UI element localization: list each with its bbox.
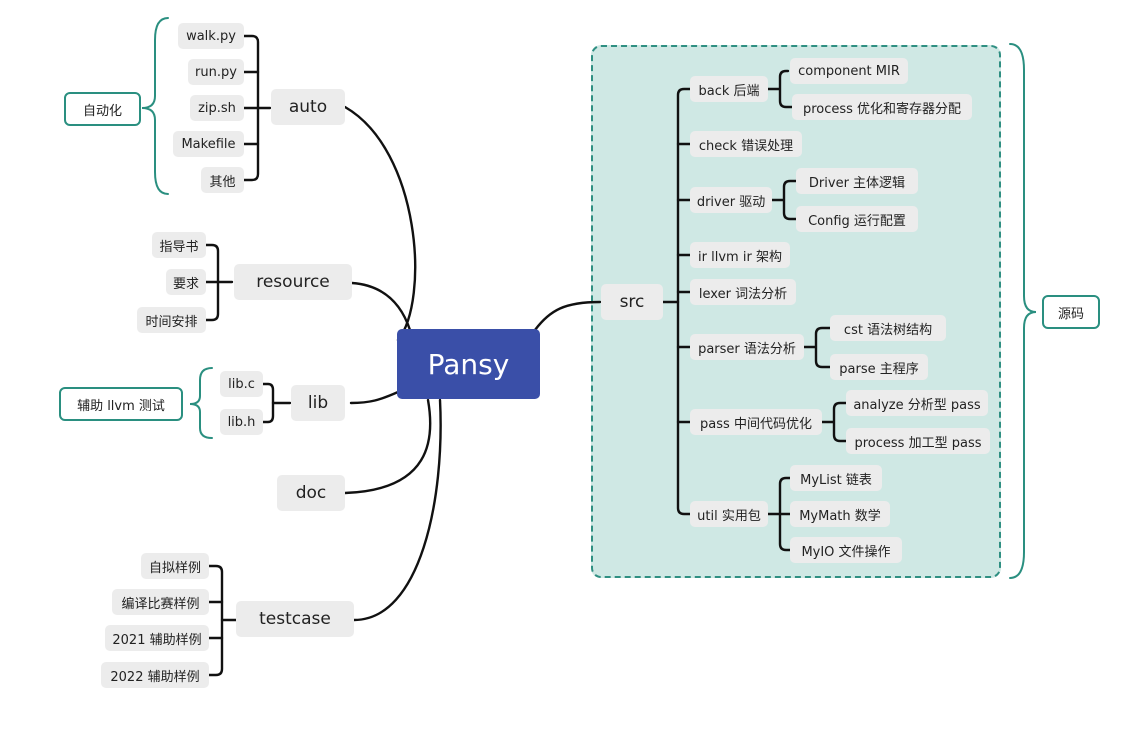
- leaf-2022-cases[interactable]: 2022 辅助样例: [101, 662, 209, 688]
- node-doc[interactable]: doc: [277, 475, 345, 511]
- src-pass-analyze[interactable]: analyze 分析型 pass: [846, 390, 988, 416]
- src-util-myio[interactable]: MyIO 文件操作: [790, 537, 902, 563]
- leaf-requirements[interactable]: 要求: [166, 269, 206, 295]
- note-automation[interactable]: 自动化: [64, 92, 141, 126]
- leaf-schedule[interactable]: 时间安排: [137, 307, 206, 333]
- src-back-process[interactable]: process 优化和寄存器分配: [792, 94, 972, 120]
- leaf-2021-cases[interactable]: 2021 辅助样例: [105, 625, 209, 651]
- leaf-lib-c[interactable]: lib.c: [220, 371, 263, 397]
- src-driver[interactable]: driver 驱动: [690, 187, 772, 213]
- root-node-pansy[interactable]: Pansy: [397, 329, 540, 399]
- src-util-mylist[interactable]: MyList 链表: [790, 465, 882, 491]
- node-lib[interactable]: lib: [291, 385, 345, 421]
- src-pass[interactable]: pass 中间代码优化: [690, 409, 822, 435]
- leaf-makefile[interactable]: Makefile: [173, 131, 244, 157]
- leaf-walk-py[interactable]: walk.py: [178, 23, 244, 49]
- src-check[interactable]: check 错误处理: [690, 131, 802, 157]
- src-lexer[interactable]: lexer 词法分析: [690, 279, 796, 305]
- node-testcase[interactable]: testcase: [236, 601, 354, 637]
- note-llvm-test[interactable]: 辅助 llvm 测试: [59, 387, 183, 421]
- leaf-custom-cases[interactable]: 自拟样例: [141, 553, 209, 579]
- node-resource[interactable]: resource: [234, 264, 352, 300]
- src-ir[interactable]: ir llvm ir 架构: [690, 242, 790, 268]
- src-util[interactable]: util 实用包: [690, 501, 768, 527]
- src-parser[interactable]: parser 语法分析: [690, 334, 804, 360]
- src-pass-process[interactable]: process 加工型 pass: [846, 428, 990, 454]
- src-driver-main[interactable]: Driver 主体逻辑: [796, 168, 918, 194]
- src-driver-config[interactable]: Config 运行配置: [796, 206, 918, 232]
- node-auto[interactable]: auto: [271, 89, 345, 125]
- leaf-run-py[interactable]: run.py: [188, 59, 244, 85]
- leaf-lib-h[interactable]: lib.h: [220, 409, 263, 435]
- src-util-mymath[interactable]: MyMath 数学: [790, 501, 890, 527]
- leaf-contest-cases[interactable]: 编译比赛样例: [112, 589, 209, 615]
- node-src[interactable]: src: [601, 284, 663, 320]
- leaf-other[interactable]: 其他: [201, 167, 244, 193]
- leaf-zip-sh[interactable]: zip.sh: [190, 95, 244, 121]
- src-parser-cst[interactable]: cst 语法树结构: [830, 315, 946, 341]
- note-source-code[interactable]: 源码: [1042, 295, 1100, 329]
- src-back[interactable]: back 后端: [690, 76, 768, 102]
- src-parser-parse[interactable]: parse 主程序: [830, 354, 928, 380]
- src-back-component-mir[interactable]: component MIR: [790, 58, 908, 84]
- leaf-guide-book[interactable]: 指导书: [152, 232, 206, 258]
